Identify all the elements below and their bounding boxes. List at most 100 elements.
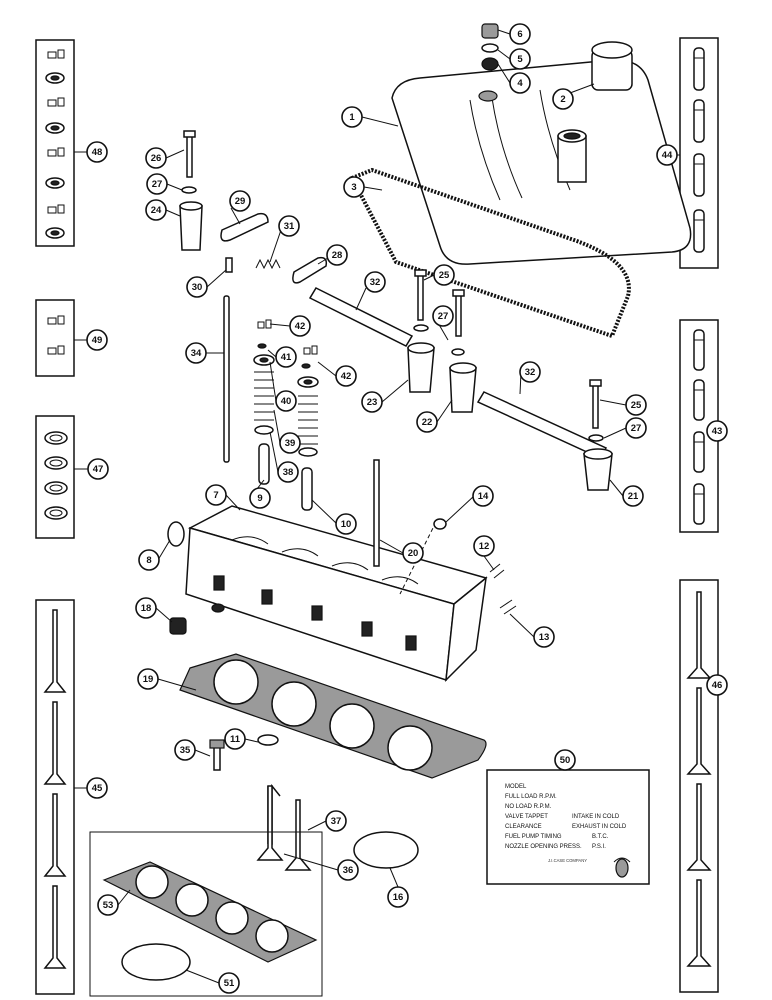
callout-3: 3 [343,176,365,198]
svg-text:45: 45 [92,783,103,794]
svg-text:1: 1 [349,112,355,123]
svg-text:48: 48 [92,147,103,158]
callout-8: 8 [138,549,160,571]
gasket-kit-53 [89,831,323,997]
callout-31: 31 [278,215,300,237]
valve-cover [391,59,692,265]
svg-text:47: 47 [93,464,104,475]
callout-27: 27 [146,173,168,195]
kit-panel-48 [35,39,75,247]
callout-9: 9 [249,487,271,509]
callout-2: 2 [552,88,574,110]
svg-text:16: 16 [393,892,404,903]
callout-45: 45 [86,777,108,799]
callout-32b: 32 [519,361,541,383]
svg-text:7: 7 [213,490,218,501]
svg-text:27: 27 [152,179,163,190]
svg-text:34: 34 [191,348,202,359]
rocker-assembly [179,130,613,491]
callout-34: 34 [185,342,207,364]
svg-text:27: 27 [438,311,449,322]
callout-48: 48 [86,141,108,163]
callout-14: 14 [472,485,494,507]
svg-text:28: 28 [332,250,343,261]
svg-text:42: 42 [295,321,306,332]
callout-4: 4 [509,72,531,94]
svg-text:26: 26 [151,153,162,164]
svg-text:14: 14 [478,491,489,502]
callout-27c: 27 [625,417,647,439]
lock-retainer-set [45,49,65,239]
head-studs [167,459,517,635]
svg-text:21: 21 [628,491,639,502]
callout-23: 23 [361,391,383,413]
svg-text:24: 24 [151,205,162,216]
svg-text:51: 51 [224,978,235,989]
svg-text:46: 46 [712,680,723,691]
decal-right-3: INTAKE IN COLD [572,814,620,820]
svg-text:10: 10 [341,519,352,530]
callout-36: 36 [337,859,359,881]
svg-text:53: 53 [103,900,114,911]
svg-text:19: 19 [143,674,154,685]
svg-text:3: 3 [351,182,356,193]
valve-train-parts [223,295,319,511]
callout-40: 40 [275,390,297,412]
cylinder-head [185,505,488,683]
callout-51: 51 [218,972,240,994]
kit-panel-49 [35,299,75,377]
callout-24: 24 [145,199,167,221]
callout-35: 35 [174,739,196,761]
svg-text:32: 32 [525,367,536,378]
svg-text:31: 31 [284,221,295,232]
svg-text:5: 5 [517,54,523,65]
svg-text:25: 25 [631,400,642,411]
lower-parts [209,734,419,871]
svg-text:27: 27 [631,423,642,434]
callout-25b: 25 [625,394,647,416]
callout-49: 49 [86,329,108,351]
callout-16: 16 [387,886,409,908]
callout-46: 46 [706,674,728,696]
callout-50: 50 [554,749,576,771]
svg-text:40: 40 [281,396,292,407]
callout-5: 5 [509,48,531,70]
svg-text:25: 25 [439,270,450,281]
callout-21: 21 [622,485,644,507]
callout-41: 41 [275,346,297,368]
callout-27b: 27 [432,305,454,327]
svg-text:42: 42 [341,371,352,382]
callout-32: 32 [364,271,386,293]
svg-text:37: 37 [331,816,342,827]
callout-39: 39 [279,432,301,454]
svg-text:8: 8 [146,555,151,566]
callout-38: 38 [277,461,299,483]
callout-47: 47 [87,458,109,480]
svg-text:13: 13 [539,632,550,643]
svg-text:36: 36 [343,865,354,876]
head-gasket [179,653,487,779]
svg-text:6: 6 [517,29,522,40]
callout-10: 10 [335,513,357,535]
kit-panel-47 [35,415,75,539]
callout-53: 53 [97,894,119,916]
svg-text:43: 43 [712,426,723,437]
svg-text:38: 38 [283,467,294,478]
callout-18: 18 [135,597,157,619]
svg-text:29: 29 [235,196,246,207]
decal-line-4: CLEARANCE [505,824,542,830]
svg-text:50: 50 [560,755,571,766]
callout-12: 12 [473,535,495,557]
callout-26: 26 [145,147,167,169]
callout-28: 28 [326,244,348,266]
callout-13: 13 [533,626,555,648]
oil-filler-cap [591,41,633,91]
leader-lines [74,29,718,984]
svg-text:35: 35 [180,745,191,756]
callout-44: 44 [656,144,678,166]
callout-22: 22 [416,411,438,433]
callout-20: 20 [402,542,424,564]
decal-right-4: EXHAUST IN COLD [572,824,627,830]
cover-hardware [481,23,499,71]
svg-text:11: 11 [230,734,241,745]
